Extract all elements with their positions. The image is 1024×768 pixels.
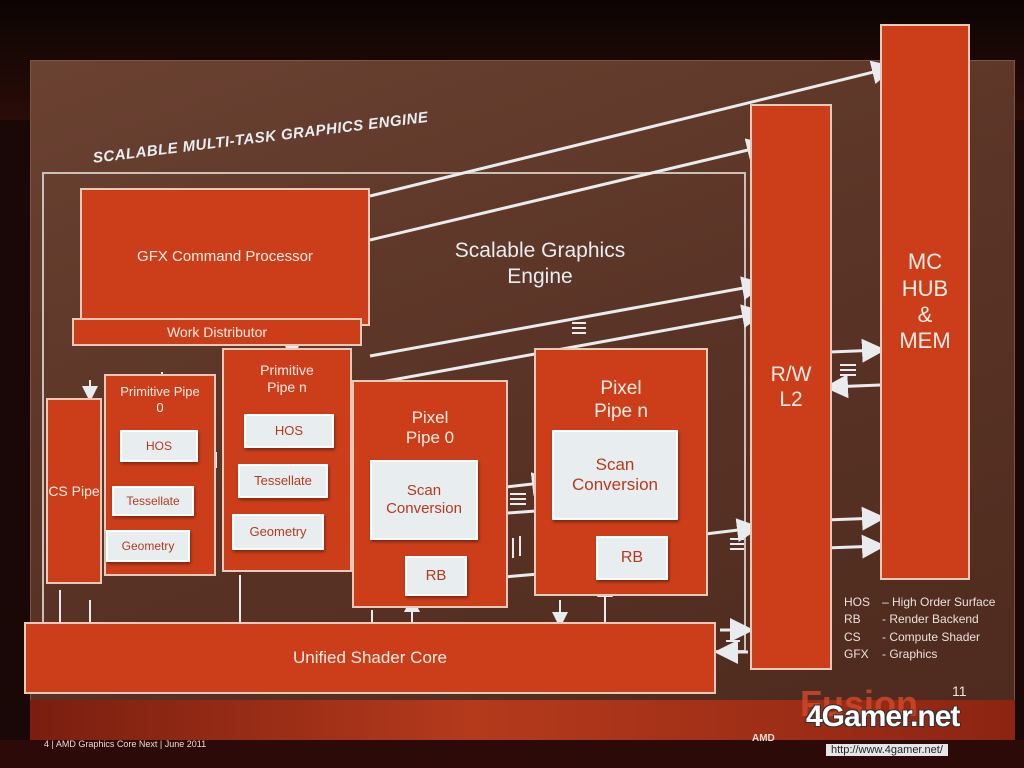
legend-item: RB- Render Backend xyxy=(844,612,979,627)
primn-geometry: Geometry xyxy=(232,514,324,550)
primn-tessellate: Tessellate xyxy=(238,464,328,498)
cs-pipe-label: CS Pipe xyxy=(48,482,100,499)
pixn-rb: RB xyxy=(596,536,668,580)
fusion-logo: Fusion xyxy=(800,683,918,724)
slide-page-number: 11 xyxy=(952,683,967,699)
prim0-geometry: Geometry xyxy=(106,530,190,562)
rw-l2-cache: R/W L2 xyxy=(750,104,832,670)
prim0-tessellate: Tessellate xyxy=(112,486,194,516)
work-distributor-label: Work Distributor xyxy=(166,323,268,340)
rw-l2-label: R/W L2 xyxy=(770,362,812,411)
primitive-pipe-0-title: Primitive Pipe 0 xyxy=(120,384,200,415)
pix0-scan-conversion: Scan Conversion xyxy=(370,460,478,540)
scalable-engine-label: Scalable Graphics Engine xyxy=(454,239,626,289)
legend-item: HOS– High Order Surface xyxy=(844,595,996,609)
legend-item: GFX- Graphics xyxy=(844,647,938,662)
pix0-rb: RB xyxy=(405,556,467,596)
mc-hub-label: MC HUB & MEM xyxy=(899,249,951,354)
legend: HOS– High Order Surface RB- Render Backe… xyxy=(844,594,995,664)
watermark-url: http://www.4gamer.net/ xyxy=(826,744,948,756)
amd-logo: AMD xyxy=(752,733,775,744)
cs-pipe: CS Pipe xyxy=(46,398,102,584)
work-distributor: Work Distributor xyxy=(72,318,362,346)
watermark-logo: 4Gamer.net xyxy=(806,700,960,733)
pixn-scan-conversion: Scan Conversion xyxy=(552,430,678,520)
mc-hub-mem: MC HUB & MEM xyxy=(880,24,970,580)
unified-shader-core-label: Unified Shader Core xyxy=(292,647,448,667)
legend-item: CS- Compute Shader xyxy=(844,629,981,644)
primn-hos: HOS xyxy=(244,414,334,448)
gfx-command-processor-label: GFX Command Processor xyxy=(137,248,313,265)
pixel-pipe-0-title: Pixel Pipe 0 xyxy=(405,408,455,448)
primitive-pipe-n-title: Primitive Pipe n xyxy=(260,362,314,395)
unified-shader-core: Unified Shader Core xyxy=(24,622,716,694)
prim0-hos: HOS xyxy=(120,430,198,462)
gfx-command-processor: GFX Command Processor xyxy=(80,188,370,326)
slide-footer: 4 | AMD Graphics Core Next | June 2011 xyxy=(44,739,207,749)
pixel-pipe-n-title: Pixel Pipe n xyxy=(594,378,648,422)
